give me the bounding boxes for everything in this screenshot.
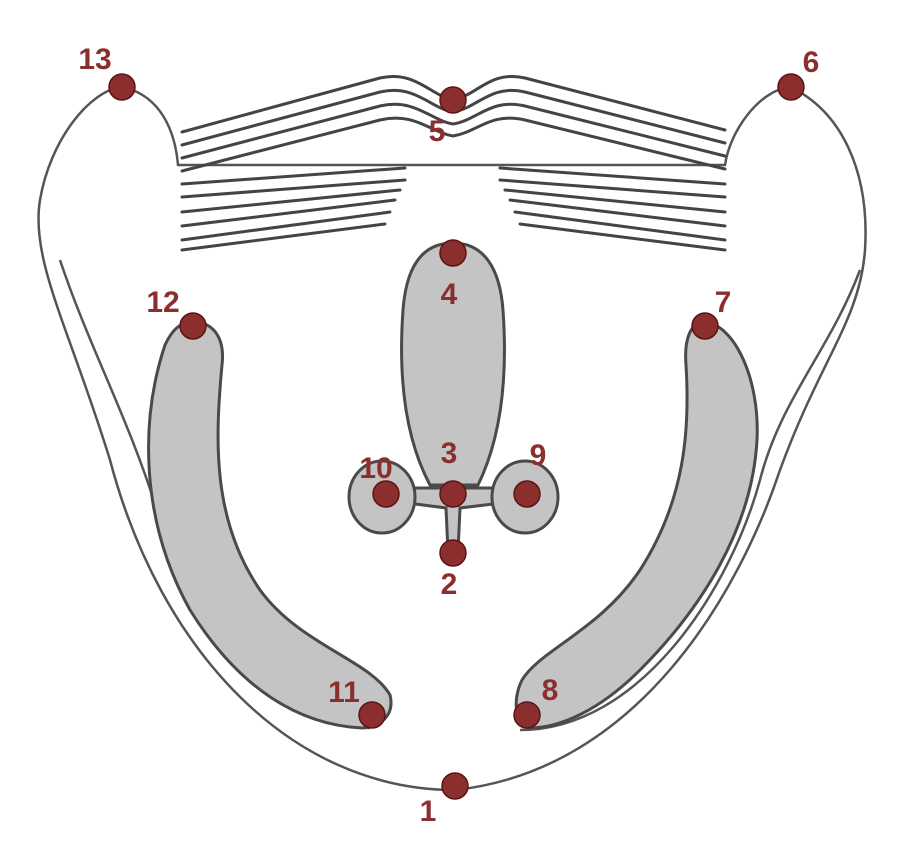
landmark-label-11: 11	[328, 676, 360, 709]
landmark-label-1: 1	[420, 795, 437, 828]
landmark-marker-10	[372, 480, 400, 508]
landmark-labels: 1 2 3 4 5 6 7 8 9 10 11 12 13	[78, 43, 819, 828]
landmark-label-2: 2	[441, 568, 458, 601]
landmark-marker-1	[441, 772, 469, 800]
landmark-label-9: 9	[530, 439, 547, 472]
landmark-label-3: 3	[441, 437, 458, 470]
landmark-markers	[108, 73, 805, 800]
landmark-marker-7	[691, 312, 719, 340]
inner-outline-right	[519, 269, 862, 732]
landmark-marker-9	[513, 480, 541, 508]
landmark-label-6: 6	[803, 46, 820, 79]
landmark-label-4: 4	[441, 278, 458, 311]
landmark-marker-4	[439, 239, 467, 267]
landmark-label-5: 5	[429, 115, 446, 148]
landmark-marker-12	[179, 312, 207, 340]
landmark-label-7: 7	[715, 286, 732, 319]
landmark-marker-11	[358, 701, 386, 729]
landmark-marker-6	[777, 73, 805, 101]
landmark-marker-3	[439, 480, 467, 508]
landmark-marker-5	[439, 86, 467, 114]
landmark-marker-13	[108, 73, 136, 101]
landmark-label-13: 13	[78, 43, 111, 76]
landmark-label-12: 12	[146, 286, 179, 319]
landmark-marker-8	[513, 701, 541, 729]
landmark-label-10: 10	[359, 452, 392, 485]
landmark-marker-2	[439, 539, 467, 567]
landmark-label-8: 8	[542, 674, 559, 707]
